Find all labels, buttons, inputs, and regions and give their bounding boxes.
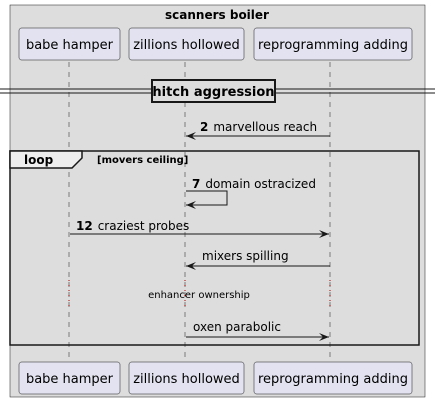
participant-label: babe hamper bbox=[26, 372, 114, 387]
loop-keyword: loop bbox=[24, 153, 54, 167]
message-number: 12 bbox=[76, 219, 93, 233]
participant-label: reprogramming adding bbox=[258, 38, 408, 53]
participant-label: reprogramming adding bbox=[258, 372, 408, 387]
divider: hitch aggression bbox=[0, 79, 435, 103]
box-title: scanners boiler bbox=[165, 8, 269, 22]
message-text: domain ostracized bbox=[205, 177, 316, 191]
participant-foot-babe-hamper[interactable]: babe hamper bbox=[18, 361, 121, 395]
participant-label: zillions hollowed bbox=[133, 372, 240, 387]
delay-label: enhancer ownership bbox=[148, 290, 250, 301]
participant-head-zillions-hollowed[interactable]: zillions hollowed bbox=[128, 27, 245, 61]
message-number: 2 bbox=[200, 120, 208, 134]
participant-label: zillions hollowed bbox=[133, 38, 240, 53]
message-7: 7 domain ostracized bbox=[186, 177, 316, 209]
message-2: 2 marvellous reach bbox=[186, 120, 330, 140]
participant-label: babe hamper bbox=[26, 38, 114, 53]
message-mixers-spilling: mixers spilling bbox=[186, 249, 330, 270]
loop-fragment: loop [movers ceiling] bbox=[9, 150, 420, 346]
participant-head-reprogramming-adding[interactable]: reprogramming adding bbox=[253, 27, 413, 61]
divider-label: hitch aggression bbox=[152, 85, 274, 100]
message-oxen-parabolic: oxen parabolic bbox=[186, 320, 329, 341]
participant-head-babe-hamper[interactable]: babe hamper bbox=[18, 27, 121, 61]
message-text: marvellous reach bbox=[213, 120, 317, 134]
participant-box bbox=[9, 4, 426, 398]
message-text: oxen parabolic bbox=[193, 320, 281, 334]
participant-foot-zillions-hollowed[interactable]: zillions hollowed bbox=[128, 361, 245, 395]
participant-foot-reprogramming-adding[interactable]: reprogramming adding bbox=[253, 361, 413, 395]
message-number: 7 bbox=[192, 177, 200, 191]
delay: enhancer ownership bbox=[68, 280, 331, 310]
message-12: 12 craziest probes bbox=[70, 219, 329, 238]
loop-condition: [movers ceiling] bbox=[97, 155, 188, 166]
message-text: mixers spilling bbox=[202, 249, 289, 263]
message-text: craziest probes bbox=[98, 219, 190, 233]
